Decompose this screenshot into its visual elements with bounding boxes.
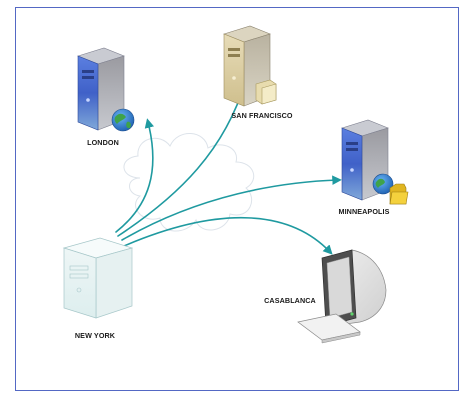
arrow-to-london [115,118,155,233]
node-label: SAN FRANCISCO [231,111,293,120]
globe-icon [372,173,394,195]
folder-icon [255,79,277,105]
london-node: LONDON [77,47,135,147]
minneapolis-node: MINNEAPOLIS [338,119,409,216]
server-icon [341,119,389,201]
node-label: CASABLANCA [264,296,316,305]
cloud-shape [123,133,255,232]
san-francisco-node: SAN FRANCISCO [223,25,293,120]
arrow-to-casablanca [123,217,333,255]
keyboard-icon [297,313,361,344]
server-icon [77,47,125,131]
arrow-to-minneapolis [121,175,342,241]
connection-arrows [115,76,342,255]
monitor-icon [321,249,387,327]
node-label: MINNEAPOLIS [338,207,389,216]
casablanca-node: CASABLANCA [264,249,387,344]
folder-icon [389,183,409,205]
arrow-to-san-francisco [117,76,249,237]
new-york-node: NEW YORK [62,237,134,340]
node-label: NEW YORK [75,331,116,340]
node-label: LONDON [87,138,119,147]
globe-icon [111,108,135,132]
server-icon [62,237,134,319]
